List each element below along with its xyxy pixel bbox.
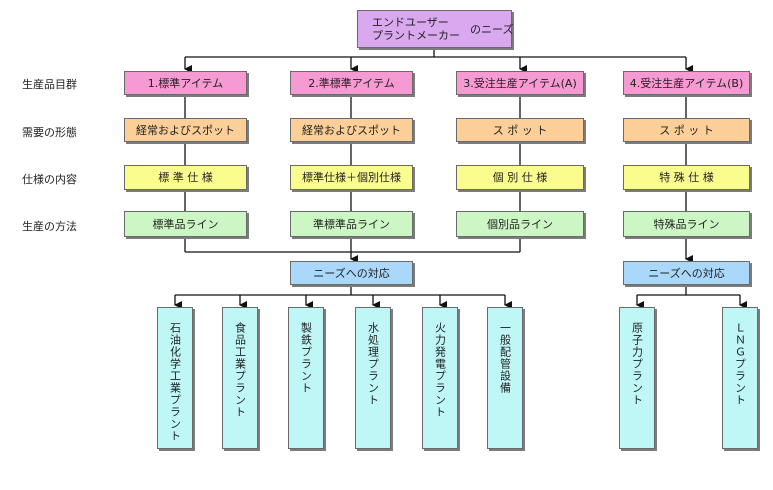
plant-box-3: 製鉄プラント (288, 307, 324, 449)
method-box-2: 準標準品ライン (290, 211, 413, 237)
row-label-spec: 仕様の内容 (22, 173, 77, 186)
plant-label-5: 火力発電プラント (433, 322, 447, 418)
method-box-4: 特殊品ライン (623, 211, 750, 237)
plant-box-1: 石油化学工業プラント (157, 307, 193, 449)
plant-box-5: 火力発電プラント (422, 307, 458, 449)
row-label-items: 生産品目群 (22, 78, 77, 91)
item-box-4: 4.受注生産アイテム(B) (623, 71, 750, 95)
demand-box-3: ス ポ ッ ト (456, 118, 584, 142)
item-box-3: 3.受注生産アイテム(A) (456, 71, 584, 95)
plant-label-3: 製鉄プラント (299, 322, 313, 394)
spec-box-3: 個 別 仕 様 (456, 165, 584, 190)
plant-label-4: 水処理プラント (366, 322, 380, 406)
top-line1: エンドユーザー (372, 16, 449, 29)
plant-box-4: 水処理プラント (355, 307, 391, 449)
item-box-2: 2.準標準アイテム (290, 71, 413, 95)
row-label-demand: 需要の形態 (22, 126, 77, 139)
spec-box-4: 特 殊 仕 様 (623, 165, 750, 190)
plant-box-7: 原子力プラント (619, 307, 655, 449)
plant-label-7: 原子力プラント (630, 322, 644, 406)
plant-label-2: 食品工業プラント (233, 322, 247, 418)
item-box-1: 1.標準アイテム (124, 71, 247, 95)
method-box-1: 標準品ライン (124, 211, 247, 237)
plant-box-2: 食品工業プラント (222, 307, 258, 449)
plant-label-8: ＬＮＧプラント (733, 322, 747, 406)
top-line2: プラントメーカー (372, 29, 460, 42)
spec-box-2: 標準仕様＋個別仕様 (290, 165, 413, 190)
top-needs-box: エンドユーザー プラントメーカー のニーズ (357, 10, 514, 48)
needs-response-right: ニーズへの対応 (623, 261, 750, 285)
demand-box-4: ス ポ ッ ト (623, 118, 750, 142)
plant-box-8: ＬＮＧプラント (722, 307, 758, 449)
top-suffix: のニーズ (470, 22, 514, 36)
plant-box-6: 一般配管設備 (487, 307, 523, 449)
demand-box-1: 経常およびスポット (124, 118, 247, 142)
demand-box-2: 経常およびスポット (290, 118, 413, 142)
method-box-3: 個別品ライン (456, 211, 584, 237)
needs-response-left: ニーズへの対応 (290, 261, 413, 285)
spec-box-1: 標 準 仕 様 (124, 165, 247, 190)
plant-label-1: 石油化学工業プラント (168, 322, 182, 442)
plant-label-6: 一般配管設備 (498, 322, 512, 394)
row-label-method: 生産の方法 (22, 220, 77, 233)
